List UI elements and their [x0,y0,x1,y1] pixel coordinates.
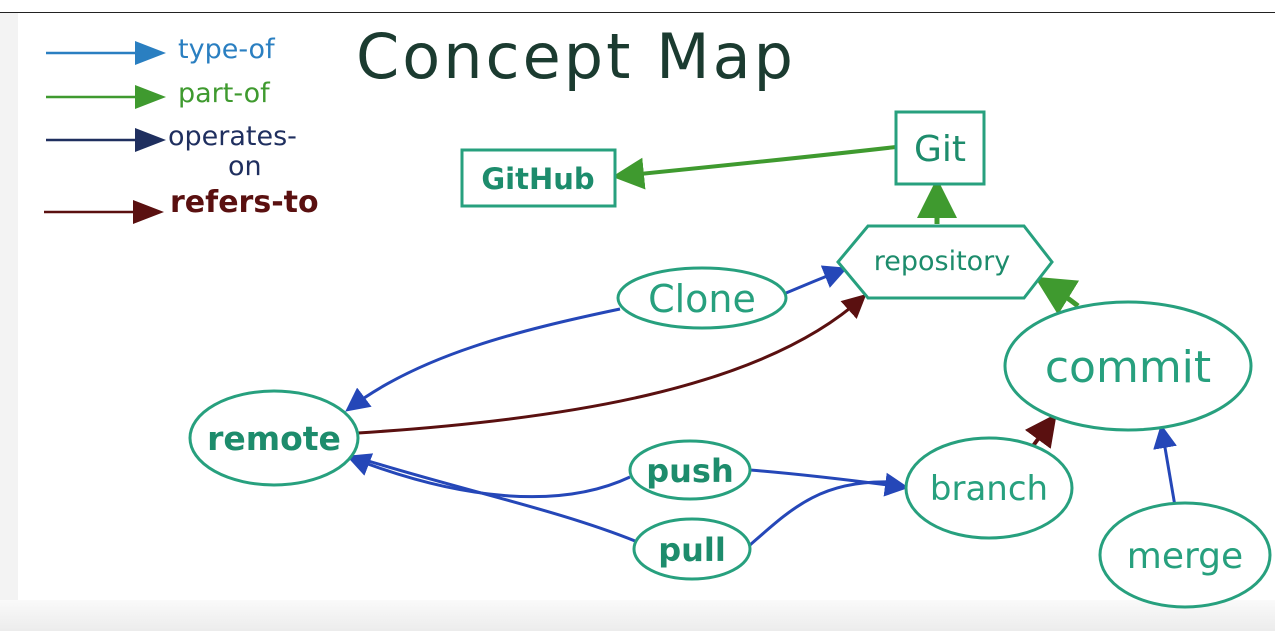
node-commit-label: commit [1045,342,1211,393]
node-repository: repository [836,224,1054,300]
bottom-band [0,600,1275,631]
node-branch-label: branch [930,469,1048,509]
node-merge-label: merge [1127,536,1243,577]
node-repository-shape [836,224,1054,300]
node-clone: Clone [616,266,788,330]
legend-item-type-of: type-of [46,34,276,65]
node-push: push [628,439,752,501]
legend-arrowhead-operates-on [135,128,166,152]
node-pull-shape [632,517,752,581]
node-clone-label: Clone [648,277,756,321]
edge-clone-remote [345,307,621,412]
edge-clone-repository [785,265,848,295]
node-github: GitHub [460,148,617,208]
edge-pull-branch [749,480,891,547]
node-repository-label: repository [874,246,1011,277]
node-commit-shape [1003,300,1253,432]
edge-commit-repository [1034,276,1080,315]
legend-label-type-of: type-of [178,34,276,65]
node-merge-shape [1098,501,1272,609]
top-rule [0,12,1275,13]
legend-label-part-of: part-of [178,78,271,109]
node-clone-shape [616,266,788,330]
node-commit: commit [1003,300,1253,432]
legend-arrowhead-refers-to [133,200,164,224]
node-github-box [460,148,617,208]
node-github-label: GitHub [481,162,594,196]
edge-remote-repository [357,293,867,435]
nodes: GitHub Git repository Clone commit [188,110,1272,609]
edge-push-branch [749,468,909,497]
node-branch-shape [904,436,1074,540]
node-pull: pull [632,517,752,581]
legend-label-refers-to: refers-to [170,185,319,220]
edge-merge-commit [1153,424,1178,513]
edge-pull-remote [351,454,641,545]
node-git: Git [894,110,986,186]
legend: type-of part-of operates- on refers-to [44,34,319,224]
legend-item-refers-to: refers-to [44,185,319,224]
node-push-label: push [646,452,734,490]
legend-arrowhead-part-of [135,85,166,109]
node-git-box [894,110,986,186]
node-push-shape [628,439,752,501]
edge-push-remote [346,453,631,499]
node-remote-shape [188,389,360,487]
node-git-label: Git [914,129,966,170]
edge-git-github [612,145,897,190]
node-remote: remote [188,389,360,487]
legend-item-part-of: part-of [46,78,271,109]
legend-item-operates-on: operates- on [46,121,306,182]
legend-arrowhead-type-of [135,41,166,65]
edges [345,145,1178,547]
node-remote-label: remote [207,419,341,458]
legend-label-operates-on: operates- on [168,121,306,182]
page-title: Concept Map [356,20,796,93]
left-band [0,13,18,631]
node-pull-label: pull [658,531,726,569]
node-merge: merge [1098,501,1272,609]
node-branch: branch [904,436,1074,540]
